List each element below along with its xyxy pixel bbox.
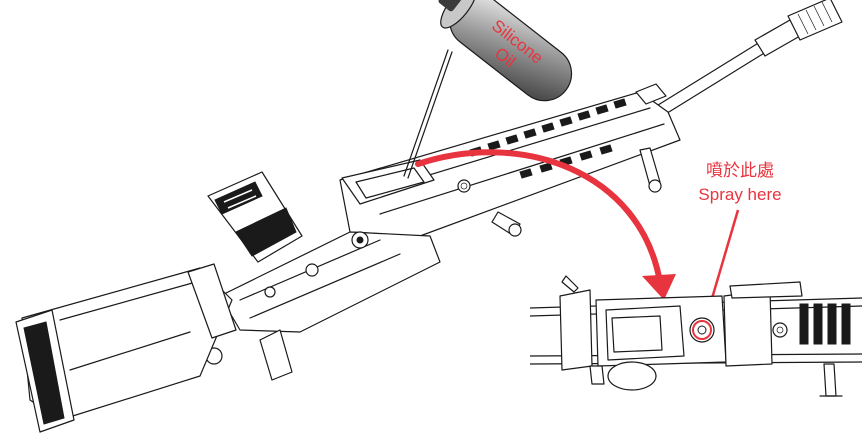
- pointer-arrowhead: [642, 274, 676, 300]
- detail-inset: [530, 275, 862, 397]
- callout-english: Spray here: [698, 185, 781, 204]
- barrel: [649, 0, 843, 121]
- buttstock: [15, 263, 237, 433]
- upper-receiver: [339, 83, 681, 237]
- silicone-oil-can: Silicone Oil: [403, 0, 573, 179]
- pointer-arrow: [415, 149, 663, 285]
- picatinny-rail: [469, 98, 627, 179]
- lower-receiver: [205, 231, 441, 381]
- pistol-grip: [207, 171, 303, 263]
- callout-pointer: [706, 209, 740, 313]
- callout-chinese: 噴於此處: [706, 161, 774, 180]
